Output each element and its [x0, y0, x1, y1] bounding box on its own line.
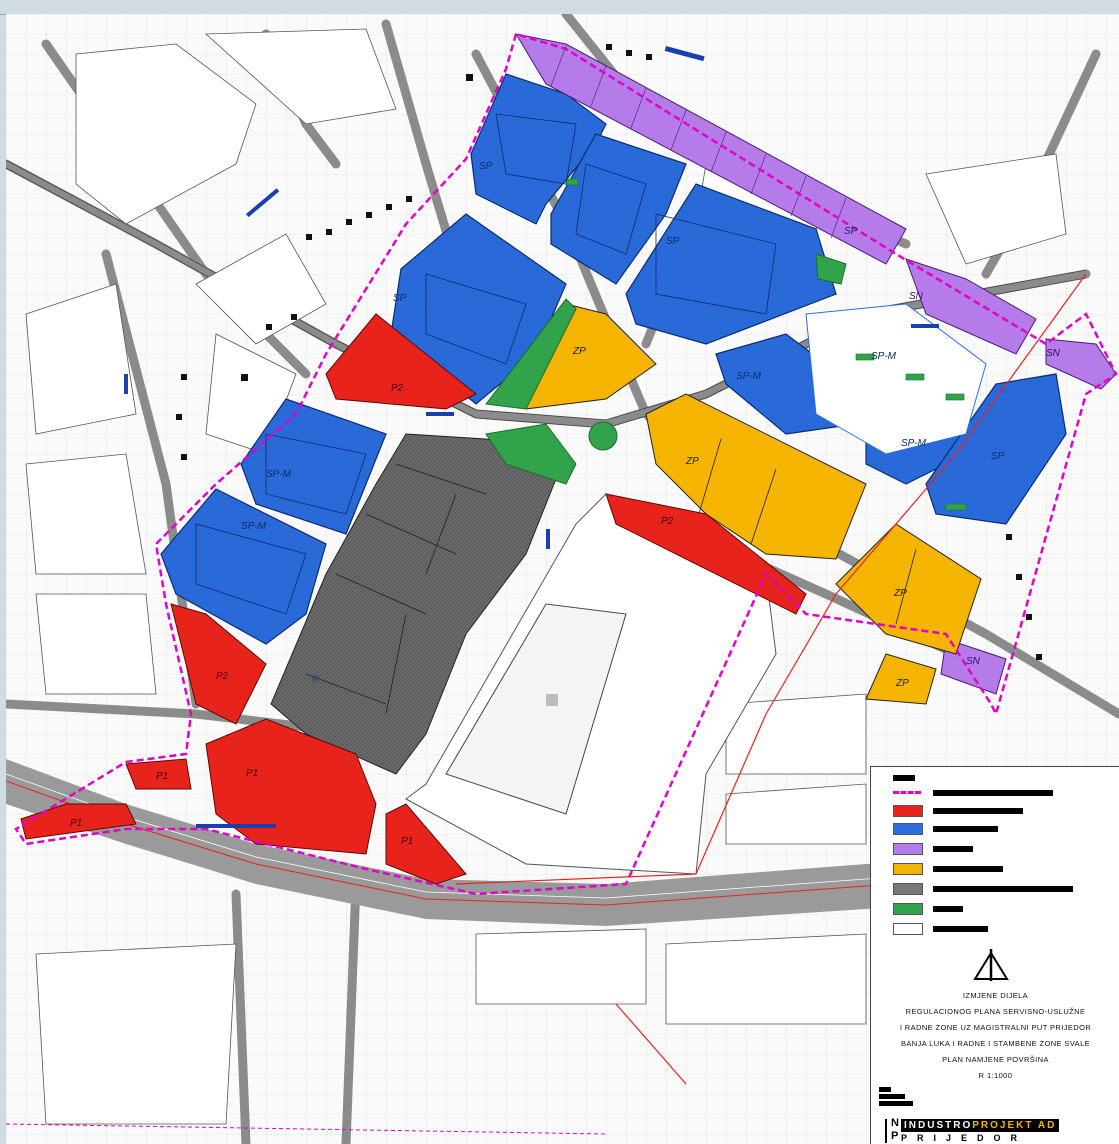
north-arrow-icon: [973, 949, 1009, 981]
label-sp-3: SP: [844, 226, 858, 237]
legend-swatch-green: [893, 903, 923, 915]
label-spm-3: SP-M: [736, 371, 762, 382]
legend-swatch-boundary: [893, 791, 921, 794]
label-p1-1: P1: [246, 768, 258, 779]
label-spm-4: SP-M: [871, 351, 897, 362]
legend-swatch-sn: [893, 843, 923, 855]
title-scale: R 1:1000: [978, 1071, 1013, 1080]
label-zp-1: ZP: [572, 346, 586, 357]
legend-swatch-zp: [893, 863, 923, 875]
legend-row-boundary: [893, 775, 1113, 799]
title-line-3: I RADNE ZONE UZ MAGISTRALNI PUT PRIJEDOR: [899, 1023, 1092, 1032]
label-sn-2: SN: [966, 656, 981, 667]
label-p1-4: P1: [70, 818, 82, 829]
label-spm-5: SP-M: [901, 438, 927, 449]
buildings: [176, 44, 1042, 660]
label-k: K: [312, 674, 320, 685]
label-zp-2: ZP: [685, 456, 699, 467]
plaza-sp-m: [805, 303, 987, 455]
company-name: INDUSTROPROJEKT AD: [901, 1119, 1060, 1132]
bus-stop-markers: [124, 45, 939, 828]
logo-letter-n: N: [891, 1117, 899, 1129]
label-spm-2: SP-M: [241, 521, 267, 532]
zones-zp[interactable]: [505, 303, 982, 705]
logo-letter-p: P: [891, 1130, 899, 1142]
title-line-2: REGULACIONOG PLANA SERVISNO-USLUŽNE: [905, 1007, 1086, 1016]
label-p2-1: P2: [391, 383, 404, 394]
label-p2-2: P2: [661, 516, 674, 527]
label-zp-3: ZP: [893, 588, 907, 599]
label-sp-2: SP: [666, 236, 680, 247]
zones-sp[interactable]: [160, 73, 1067, 645]
legend-swatch-other: [893, 923, 923, 935]
label-p1-2: P1: [401, 836, 413, 847]
title-line-1: IZMJENE DIJELA: [962, 991, 1029, 1000]
zone-k[interactable]: [270, 433, 567, 775]
legend-swatch-p: [893, 805, 923, 817]
label-p2-3: P2: [216, 671, 229, 682]
label-sn-3: SN: [1046, 348, 1061, 359]
zone-labels: SP SP SP SP SP SP-M SP-M SP-M SP-M SP-M …: [70, 161, 1061, 847]
label-zp-4: ZP: [895, 678, 909, 689]
outer-parcels: [25, 28, 1067, 1125]
company-city: PRIJEDOR: [901, 1133, 1028, 1143]
legend-swatch-sp: [893, 823, 923, 835]
zones-p[interactable]: [20, 313, 807, 885]
title-line-4: BANJA LUKA I RADNE I STAMBENE ZONE SVALE: [900, 1039, 1091, 1048]
title-line-5: PLAN NAMJENE POVRŠINA: [942, 1055, 1049, 1064]
label-sp-5: SP: [991, 451, 1005, 462]
label-sn-1: SN: [909, 291, 924, 302]
company-logo: N P INDUSTROPROJEKT AD PRIJEDOR: [877, 1117, 1117, 1144]
label-sp-1: SP: [479, 161, 493, 172]
zoning-map[interactable]: SP SP SP SP SP SP-M SP-M SP-M SP-M SP-M …: [6, 14, 1119, 1144]
label-spm-1: SP-M: [266, 469, 292, 480]
legend-swatch-k: [893, 883, 923, 895]
viewer-top-bar: [0, 0, 1119, 15]
label-sp-4: SP: [393, 293, 407, 304]
plan-boundary: [14, 32, 1118, 896]
map-drawing: SP SP SP SP SP SP-M SP-M SP-M SP-M SP-M …: [6, 14, 1119, 1144]
zones-green[interactable]: [485, 253, 847, 485]
legend-title-block: IZMJENE DIJELA REGULACIONOG PLANA SERVIS…: [870, 766, 1119, 1144]
label-p1-3: P1: [156, 771, 168, 782]
